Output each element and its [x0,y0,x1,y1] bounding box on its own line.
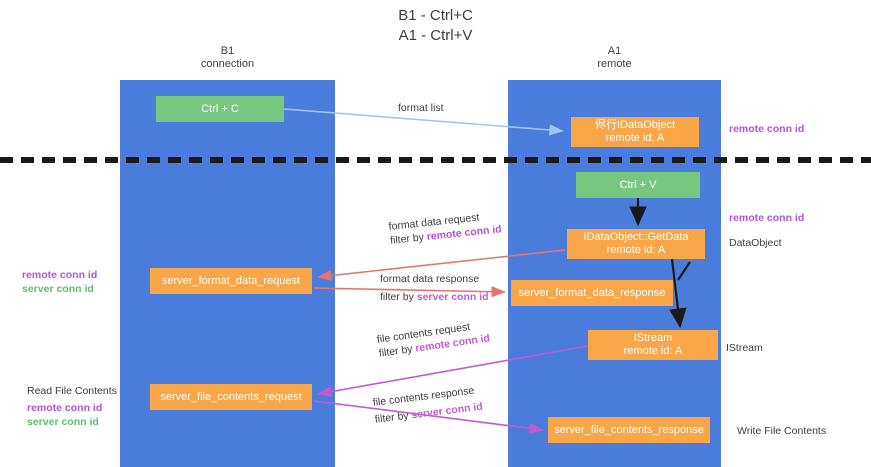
node-server-file-contents-request-label: server_file_contents_request [160,390,302,403]
annotation-remote-conn-id-top: remote conn id [729,122,804,136]
page-title: B1 - Ctrl+C A1 - Ctrl+V [0,6,871,46]
node-server-file-contents-response-label: server_file_contents_response [554,423,704,436]
edge-label-format-data-response-line1: format data response [380,273,480,285]
title-line-1: B1 - Ctrl+C [398,7,473,24]
annotation-left-conn-ids-mid: remote conn id server conn id [22,268,97,296]
arrow-format-data-response [313,286,506,298]
lane-header-b1-role: connection [200,58,255,70]
edge-label-format-list: format list [398,101,444,115]
annotation-dataobject: DataObject [729,236,782,250]
filter-prefix: filter by [380,291,417,303]
annotation-remote-conn-id-mid: remote conn id [729,211,804,225]
node-server-format-data-response[interactable]: server_format_data_response [511,280,673,306]
lane-header-b1-name: B1 [220,45,235,57]
node-server-file-contents-request[interactable]: server_file_contents_request [150,384,312,410]
annotation-istream: IStream [726,341,763,355]
phase-divider [0,157,871,163]
annotation-write-file-contents-text: Write File Contents [737,425,827,437]
node-istream-sublabel: remote id: A [623,345,683,357]
node-istream[interactable]: IStream remote id: A [588,330,718,360]
arrow-getdata-to-istream [669,258,687,329]
node-server-file-contents-response[interactable]: server_file_contents_response [548,417,710,443]
edge-label-format-list-text: format list [398,102,444,114]
node-getdata-sublabel: remote id: A [606,244,666,256]
node-server-format-data-request[interactable]: server_format_data_request [150,268,312,294]
annotation-left-conn-ids-bottom: remote conn id server conn id [27,401,102,429]
annotation-read-file-contents-text: Read File Contents [27,385,117,397]
annotation-left-server-conn-id-bottom: server conn id [27,416,99,428]
arrow-response-to-getdata [677,261,691,281]
arrow-format-data-request [317,249,566,282]
arrow-file-contents-response [313,400,544,434]
node-istream-label: IStream [633,332,673,344]
node-server-format-data-response-label: server_format_data_response [518,286,666,299]
edge-label-format-data-response-line2: filter by server conn id [380,290,489,304]
lane-header-a1: A1 remote [508,45,721,71]
lane-header-a1-role: remote [597,58,632,70]
annotation-remote-conn-id-mid-text: remote conn id [729,212,805,224]
annotation-left-remote-conn-id-bottom: remote conn id [27,402,103,414]
annotation-dataobject-text: DataObject [729,237,782,249]
annotation-left-remote-conn-id-mid: remote conn id [22,269,98,281]
annotation-read-file-contents: Read File Contents [27,384,117,398]
lane-header-b1: B1 connection [120,45,335,71]
annotation-remote-conn-id-top-text: remote conn id [729,123,805,135]
edge-label-format-data-response: format data response filter by server co… [380,272,489,304]
lane-header-a1-name: A1 [607,45,622,57]
node-idataobject-getdata[interactable]: IDataObject::GetData remote id: A [567,229,705,259]
node-ctrl-c-label: Ctrl + C [201,102,239,115]
arrow-file-contents-request [317,345,589,398]
node-getdata-label: IDataObject::GetData [583,231,689,243]
node-idataobject-sublabel: remote id: A [605,132,665,144]
node-ctrl-c[interactable]: Ctrl + C [156,96,284,122]
node-idataobject[interactable]: 侭行IDataObject remote id: A [571,117,699,147]
arrow-format-list [283,108,564,136]
node-ctrl-v[interactable]: Ctrl + V [576,172,700,198]
node-ctrl-v-label: Ctrl + V [619,178,657,191]
annotation-write-file-contents: Write File Contents [737,424,826,438]
node-server-format-data-request-label: server_format_data_request [161,274,301,287]
title-line-2: A1 - Ctrl+V [398,27,473,44]
filter-key-server-conn-id: server conn id [416,291,489,303]
filter-prefix: filter by [389,231,428,247]
annotation-istream-text: IStream [726,342,763,354]
node-idataobject-label: 侭行IDataObject [594,119,676,131]
annotation-left-server-conn-id-mid: server conn id [22,283,94,295]
